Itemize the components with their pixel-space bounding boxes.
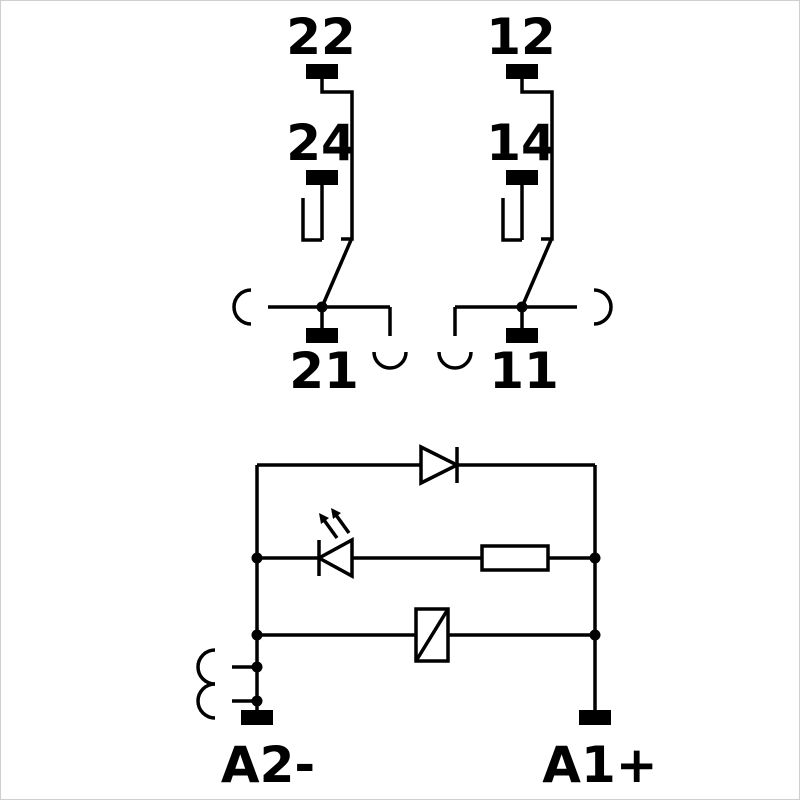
junction-dot-common-left <box>316 301 328 313</box>
terminal-label-12: 12 <box>486 8 556 66</box>
resistor-icon <box>480 544 550 572</box>
terminal-label-a2: A2- <box>221 736 315 794</box>
socket-arc-side-right-contact <box>593 288 613 326</box>
wire-nc-contact-right <box>520 79 554 241</box>
terminal-pad-14 <box>506 170 538 185</box>
socket-arc-bottom-right-contact <box>437 351 473 370</box>
socket-arc-bottom-left-contact <box>372 351 408 370</box>
switch-arm-right <box>520 239 553 308</box>
no-contact-hook-right <box>501 198 522 242</box>
wire-nc-contact-left <box>320 79 354 241</box>
terminal-label-14: 14 <box>486 114 556 172</box>
junction-dot <box>251 695 263 707</box>
socket-arc-a2-lower <box>196 682 216 720</box>
terminal-pad-a1 <box>579 710 611 725</box>
led-emission-arrowhead-2 <box>331 508 341 519</box>
junction-dot <box>589 552 601 564</box>
terminal-label-11: 11 <box>489 342 559 400</box>
terminal-pad-22 <box>306 64 338 79</box>
led-emission-arrow-1 <box>322 518 339 540</box>
coil-circuit: A2- A1+ <box>196 444 658 794</box>
no-contact-hook-left <box>301 198 322 242</box>
terminal-pad-12 <box>506 64 538 79</box>
terminal-pad-11 <box>506 328 538 343</box>
diode-icon <box>419 444 461 486</box>
terminal-label-21: 21 <box>289 342 359 400</box>
contact-right: 12 14 11 <box>437 8 613 400</box>
terminal-pad-24 <box>306 170 338 185</box>
junction-dot-common-right <box>516 301 528 313</box>
terminal-pad-21 <box>306 328 338 343</box>
socket-arc-a2-upper <box>196 648 216 686</box>
socket-arc-side-left-contact <box>232 288 252 326</box>
led-emission-arrowhead-1 <box>319 513 329 524</box>
terminal-pad-a2 <box>241 710 273 725</box>
switch-arm-left <box>320 239 353 308</box>
terminal-label-22: 22 <box>286 8 356 66</box>
relay-coil-diagonal <box>414 608 450 662</box>
led-emission-arrow-2 <box>334 513 351 535</box>
junction-dot <box>251 661 263 673</box>
terminal-label-24: 24 <box>286 114 356 172</box>
led-icon <box>315 537 354 579</box>
junction-dot <box>589 629 601 641</box>
junction-dot <box>251 552 263 564</box>
junction-dot <box>251 629 263 641</box>
terminal-label-a1: A1+ <box>542 736 657 794</box>
contact-left: 22 24 21 <box>232 8 408 400</box>
